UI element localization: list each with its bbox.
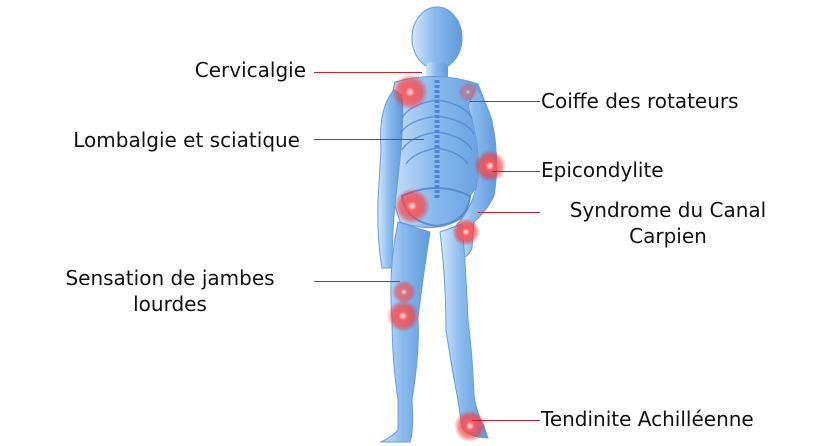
leader-line-sensation — [314, 281, 400, 282]
label-syndrome-du-canal-carpien: Syndrome du Canal Carpien — [538, 197, 798, 249]
leader-line-lombalgie — [314, 139, 424, 140]
label-sensation-line-2: lourdes — [22, 291, 318, 317]
pain-spot-elbow — [474, 150, 506, 182]
label-syndrome-line-1: Syndrome du Canal — [538, 197, 798, 223]
pain-spot-hip — [394, 188, 430, 224]
leader-line-cervicalgie — [314, 72, 422, 73]
leader-line-coiffe — [470, 101, 540, 102]
label-epicondylite: Epicondylite — [541, 157, 664, 183]
label-syndrome-line-2: Carpien — [538, 223, 798, 249]
label-coiffe-des-rotateurs: Coiffe des rotateurs — [541, 88, 739, 114]
leader-line-epicondylite — [492, 171, 540, 172]
pain-spot-heel — [454, 410, 486, 442]
pain-spot-wrist — [452, 218, 480, 246]
pain-spot-knee — [387, 300, 419, 332]
leader-line-syndrome — [478, 212, 540, 213]
label-cervicalgie: Cervicalgie — [195, 57, 306, 83]
leader-line-tendinite — [472, 420, 540, 421]
label-tendinite-achilleenne: Tendinite Achilléenne — [541, 406, 754, 432]
pain-spot-neck — [392, 74, 428, 110]
label-sensation-line-1: Sensation de jambes — [22, 265, 318, 291]
label-lombalgie-et-sciatique: Lombalgie et sciatique — [73, 127, 300, 153]
pain-spot-shoulder — [458, 82, 478, 102]
label-sensation-de-jambes-lourdes: Sensation de jambes lourdes — [22, 265, 318, 317]
